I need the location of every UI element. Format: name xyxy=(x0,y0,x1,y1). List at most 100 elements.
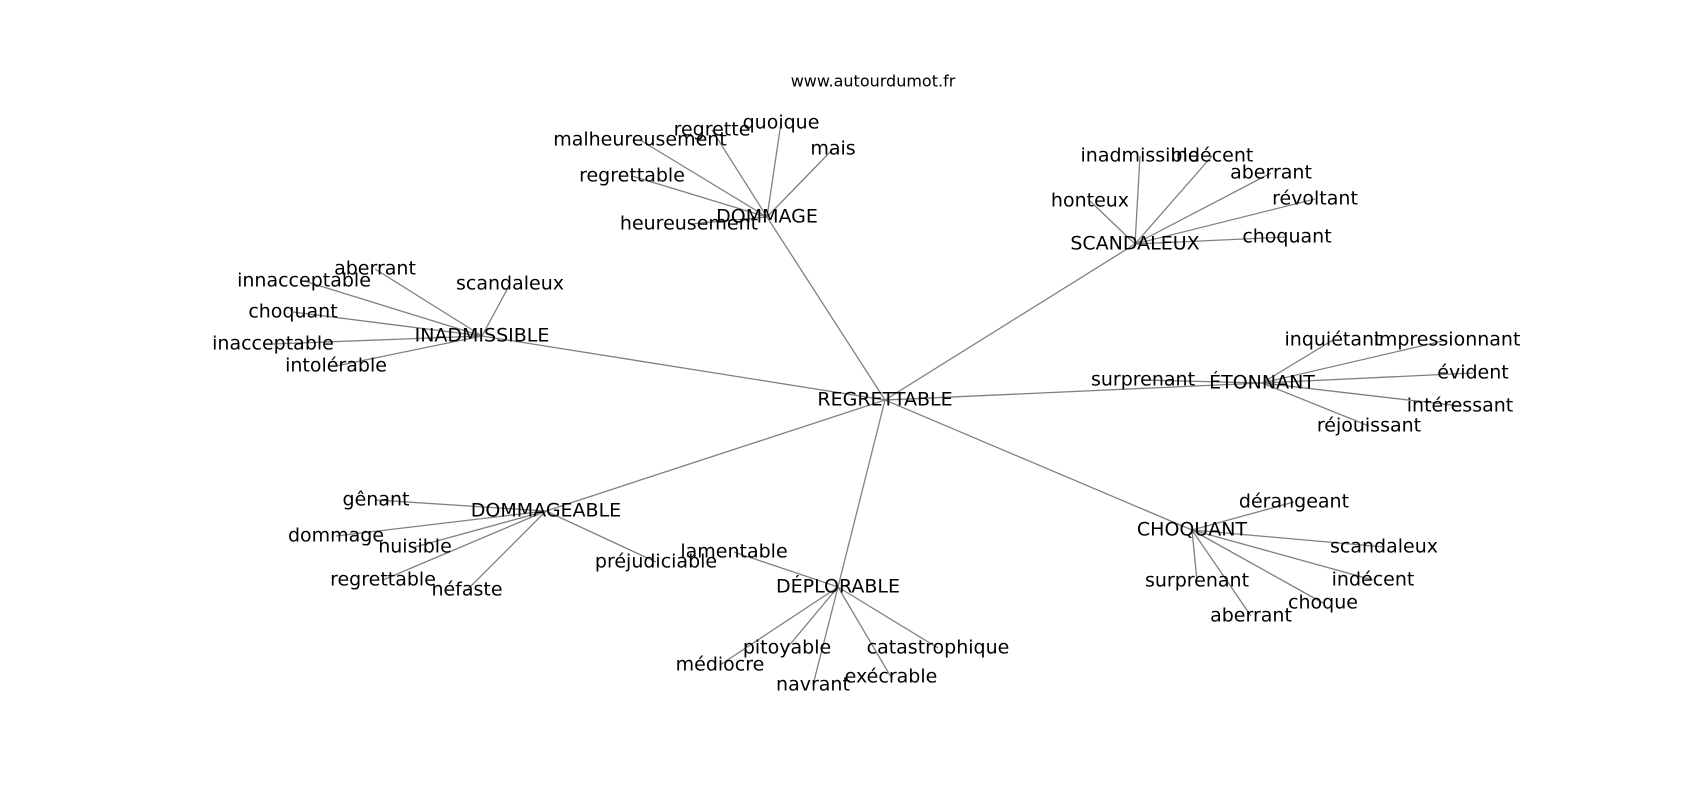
leaf-word[interactable]: intéressant xyxy=(1407,395,1513,417)
root-word[interactable]: REGRETTABLE xyxy=(817,389,952,411)
edge-hub-leaf xyxy=(733,551,839,588)
edge-hub-leaf xyxy=(711,129,768,218)
cluster-hub-word[interactable]: DÉPLORABLE xyxy=(776,575,900,598)
leaf-word[interactable]: heureusement xyxy=(620,213,758,235)
edge-hub-leaf xyxy=(837,586,892,678)
cluster-hub-word[interactable]: SCANDALEUX xyxy=(1070,233,1199,255)
leaf-word[interactable]: indécent xyxy=(1171,145,1254,167)
leaf-word[interactable]: impressionnant xyxy=(1374,329,1521,351)
leaf-word[interactable]: aberrant xyxy=(1210,605,1292,627)
cluster-hub-word[interactable]: ÉTONNANT xyxy=(1209,371,1315,394)
leaf-word[interactable]: surprenant xyxy=(1091,369,1195,391)
edge-root-hub xyxy=(545,399,886,512)
edge-hub-leaf xyxy=(1142,379,1263,384)
leaf-word[interactable]: choque xyxy=(1288,592,1358,614)
edge-root-hub xyxy=(884,399,1193,531)
cluster-hub-word[interactable]: CHOQUANT xyxy=(1137,519,1248,541)
edge-hub-leaf xyxy=(1261,382,1370,427)
edge-hub-leaf xyxy=(1134,198,1316,245)
edge-hub-leaf xyxy=(1191,529,1198,582)
edge-hub-leaf xyxy=(481,283,511,337)
edge-hub-leaf xyxy=(1261,339,1334,384)
edge-hub-leaf xyxy=(1191,529,1374,581)
edge-hub-leaf xyxy=(1089,200,1136,245)
leaf-word[interactable]: exécrable xyxy=(845,666,938,688)
edge-hub-leaf xyxy=(382,510,547,581)
edge-root-hub xyxy=(837,399,886,588)
leaf-word[interactable]: médiocre xyxy=(676,654,765,676)
edge-hub-leaf xyxy=(414,510,547,548)
cluster-hub-word[interactable]: DOMMAGEABLE xyxy=(471,500,621,522)
leaf-word[interactable]: dérangeant xyxy=(1239,491,1349,513)
edge-hub-leaf xyxy=(1134,155,1141,245)
edge-hub-leaf xyxy=(1134,155,1213,245)
edge-hub-leaf xyxy=(1191,501,1295,531)
edge-hub-leaf xyxy=(812,586,839,686)
edge-hub-leaf xyxy=(766,148,834,218)
edge-hub-leaf xyxy=(688,216,768,225)
edge-hub-leaf xyxy=(837,586,939,649)
edge-hub-leaf xyxy=(1191,529,1252,617)
edge-hub-leaf xyxy=(766,122,782,218)
leaf-word[interactable]: choquant xyxy=(248,301,337,323)
edge-hub-leaf xyxy=(719,586,839,666)
edge-hub-leaf xyxy=(1191,529,1385,548)
leaf-word[interactable]: révoltant xyxy=(1272,188,1358,210)
edge-hub-leaf xyxy=(1134,172,1272,245)
leaf-word[interactable]: inquiétant xyxy=(1285,329,1382,351)
leaf-word[interactable]: dommage xyxy=(288,525,384,547)
edge-hub-leaf xyxy=(303,280,483,337)
edge-hub-leaf xyxy=(466,510,547,591)
edge-hub-leaf xyxy=(374,268,483,337)
leaf-word[interactable]: quoique xyxy=(743,112,820,134)
edge-hub-leaf xyxy=(786,586,839,649)
edge-hub-leaf xyxy=(1261,382,1461,407)
leaf-word[interactable]: mais xyxy=(810,138,855,160)
leaf-word[interactable]: aberrant xyxy=(334,258,416,280)
labels: REGRETTABLEDOMMAGEmalheureusementregrett… xyxy=(212,112,1520,696)
leaf-word[interactable]: malheureusement xyxy=(553,129,727,151)
cluster-hub-word[interactable]: DOMMAGE xyxy=(716,206,818,228)
leaf-word[interactable]: pitoyable xyxy=(743,637,831,659)
edge-hub-leaf xyxy=(375,499,547,512)
edge-hub-leaf xyxy=(1191,529,1324,604)
edge-hub-leaf xyxy=(335,510,547,537)
edge-hub-leaf xyxy=(639,139,768,218)
leaf-word[interactable]: scandaleux xyxy=(456,273,564,295)
leaf-word[interactable]: choquant xyxy=(1242,226,1331,248)
leaf-word[interactable]: intolérable xyxy=(285,355,387,377)
edge-root-hub xyxy=(766,216,886,401)
edge-hub-leaf xyxy=(292,311,483,337)
leaf-word[interactable]: nuisible xyxy=(378,536,452,558)
edge-hub-leaf xyxy=(631,175,768,218)
leaf-word[interactable]: évident xyxy=(1437,362,1508,384)
edge-hub-leaf xyxy=(1261,372,1474,384)
leaf-word[interactable]: inacceptable xyxy=(212,333,334,355)
leaf-word[interactable]: honteux xyxy=(1051,190,1129,212)
leaf-word[interactable]: scandaleux xyxy=(1330,536,1438,558)
edge-root-hub xyxy=(884,243,1136,401)
edge-hub-leaf xyxy=(335,335,483,367)
leaf-word[interactable]: catastrophique xyxy=(867,637,1010,659)
leaf-word[interactable]: regrettable xyxy=(579,165,685,187)
leaf-word[interactable]: préjudiciable xyxy=(595,551,717,573)
edge-hub-leaf xyxy=(1261,339,1448,384)
edge-hub-leaf xyxy=(272,335,483,345)
leaf-word[interactable]: regrette xyxy=(674,119,751,141)
edge-hub-leaf xyxy=(545,510,657,563)
leaf-word[interactable]: surprenant xyxy=(1145,570,1249,592)
leaf-word[interactable]: réjouissant xyxy=(1317,415,1421,437)
site-title: www.autourdumot.fr xyxy=(791,72,956,91)
leaf-word[interactable]: aberrant xyxy=(1230,162,1312,184)
edge-root-hub xyxy=(884,382,1263,401)
leaf-word[interactable]: néfaste xyxy=(431,579,502,601)
leaf-word[interactable]: inadmissible xyxy=(1081,145,1200,167)
leaf-word[interactable]: regrettable xyxy=(330,569,436,591)
leaf-word[interactable]: lamentable xyxy=(680,541,787,563)
leaf-word[interactable]: navrant xyxy=(776,674,850,696)
leaf-word[interactable]: indécent xyxy=(1332,569,1415,591)
leaf-word[interactable]: gênant xyxy=(343,489,410,511)
cluster-hub-word[interactable]: INADMISSIBLE xyxy=(415,325,550,347)
leaf-word[interactable]: innacceptable xyxy=(237,270,371,292)
